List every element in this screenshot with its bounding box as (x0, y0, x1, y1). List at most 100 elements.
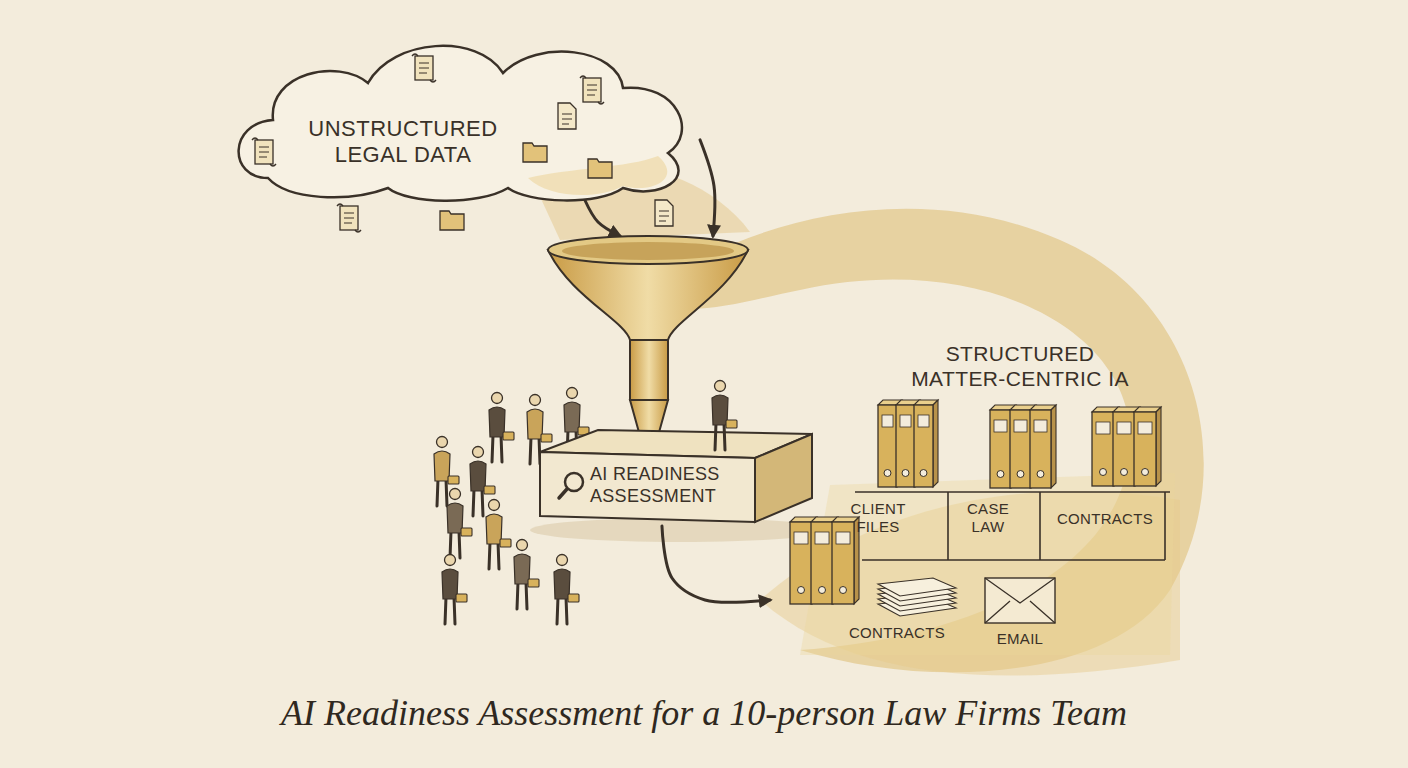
document-lines (562, 114, 572, 124)
binder-spine (1134, 412, 1156, 486)
briefcase (500, 539, 511, 547)
binder-ring (819, 587, 826, 594)
grid-wash (800, 473, 1175, 655)
binder (914, 400, 938, 487)
briefcase (528, 579, 539, 587)
person-figure (514, 540, 539, 610)
binder-label-slot (815, 532, 829, 544)
binder-label-slot (794, 532, 808, 544)
scroll-icon (412, 54, 436, 82)
scroll-icon (337, 204, 361, 232)
folder-icon (588, 159, 612, 178)
person-head (450, 489, 461, 500)
cell-label: CONTRACTS (1050, 510, 1160, 528)
scroll-icon (252, 138, 276, 166)
cloud-outline (239, 46, 682, 201)
text-word: UNSTRUCTURED (308, 116, 497, 141)
person-head (473, 447, 484, 458)
cell-label: CASE LAW (960, 500, 1016, 536)
text-word: FILES (856, 518, 899, 535)
binder-label-slot (1014, 420, 1027, 432)
binder-spine (1092, 412, 1114, 486)
binder-spine (1010, 410, 1031, 488)
assessment-box: AI READINESS ASSESSMENT (530, 236, 815, 526)
person-figure (442, 555, 467, 625)
briefcase (484, 486, 495, 494)
binder-label-slot (1117, 422, 1131, 434)
binder-spine (832, 522, 854, 604)
magnifier-handle (559, 489, 567, 498)
binder-ring (840, 587, 847, 594)
text-word: for (651, 693, 693, 733)
text-word: Team (1050, 693, 1127, 733)
box-side (755, 434, 812, 522)
flow-arrow (662, 526, 770, 602)
folder-icon (523, 143, 547, 162)
binder-ring (1037, 471, 1044, 478)
person-legs (450, 531, 460, 558)
person-legs (492, 435, 502, 462)
binder-side (1156, 407, 1161, 486)
cell-label: CLIENT FILES (846, 500, 910, 536)
folder-body (523, 143, 547, 162)
node-outline (228, 28, 700, 200)
briefcase (461, 528, 472, 536)
binder-side (1051, 405, 1056, 488)
person-head (530, 395, 541, 406)
text-word: AI (281, 693, 315, 733)
text-word: EMAIL (997, 630, 1044, 647)
text-word: Readiness (324, 693, 470, 733)
document-icon (558, 103, 576, 129)
person-legs (715, 423, 725, 450)
briefcase (448, 476, 459, 484)
cloud-shape: UNSTRUCTURED LEGAL DATA (228, 28, 700, 200)
folder-body (588, 159, 612, 178)
briefcase (503, 432, 514, 440)
briefcase (726, 420, 737, 428)
folder-body (440, 211, 464, 230)
text-word: 10-person (729, 693, 875, 733)
text-word: MATTER-CENTRIC (911, 367, 1102, 390)
text-word: DATA (414, 142, 471, 167)
binder-spine (790, 522, 812, 604)
scroll-sheet (255, 140, 273, 164)
scroll-curl (252, 138, 276, 166)
person-legs (517, 582, 527, 609)
text-word: CASE (967, 500, 1009, 517)
text-word: CONTRACTS (849, 624, 945, 641)
binder-ring (920, 470, 927, 477)
person-figure (554, 555, 579, 625)
person-legs (489, 542, 499, 569)
matter-grid: STRUCTURED MATTER-CENTRIC IA (770, 335, 1175, 655)
binder-spine (1030, 410, 1051, 488)
binder-ring (902, 470, 909, 477)
box-front (540, 452, 755, 522)
binder (1030, 405, 1056, 488)
binder-ring (798, 587, 805, 594)
paper-stack (878, 578, 956, 616)
person-head (567, 388, 578, 399)
text-word: a (702, 693, 720, 733)
funnel-neck (630, 340, 668, 400)
cell-label: CONTRACTS (842, 624, 952, 642)
binder-ring (1100, 469, 1107, 476)
binder-label-slot (836, 532, 850, 544)
binder-spine (1113, 412, 1135, 486)
document-sheet (558, 103, 576, 129)
box-shadow (530, 518, 830, 542)
text-word: Assessment (478, 693, 642, 733)
scroll-curl (580, 76, 604, 104)
binder-spine (878, 405, 897, 487)
text-word: ASSESSMENT (590, 486, 716, 506)
scroll-curl (337, 204, 361, 232)
paper-sheet (878, 578, 956, 596)
binder-spine (914, 405, 933, 487)
binder-label-slot (994, 420, 1007, 432)
binder-label-slot (1034, 420, 1047, 432)
person-figure (447, 489, 472, 559)
text-word: CONTRACTS (1057, 510, 1153, 527)
scroll-lines (259, 147, 269, 157)
